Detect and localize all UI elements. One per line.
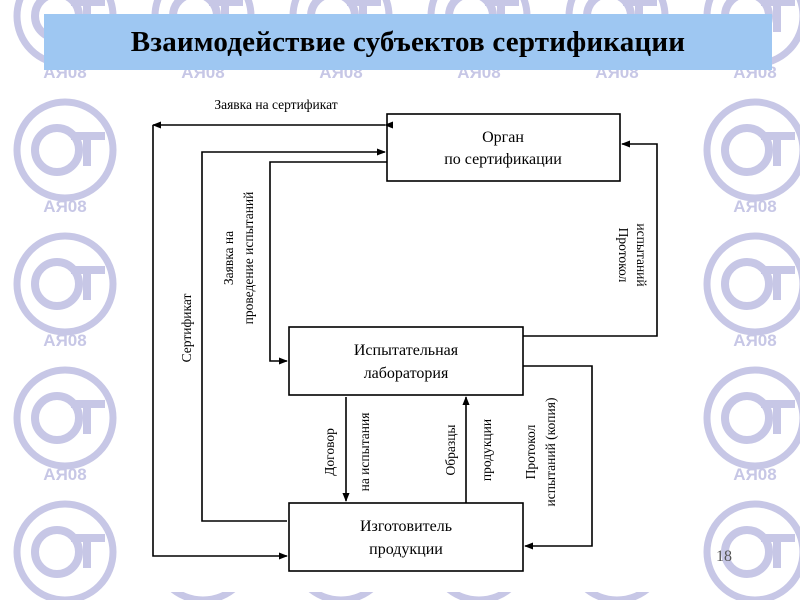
page-title: Взаимодействие субъектов сертификации — [130, 25, 686, 58]
manufacturer-line1: Изготовитель — [360, 518, 452, 535]
protocol-copy-arrow — [523, 365, 593, 550]
samples-label-line1: Образцы — [443, 425, 458, 476]
rst-certification-mark-icon: АЯ08 — [703, 232, 800, 350]
certificate-label: Сертификат — [179, 294, 194, 363]
watermark-text: АЯ08 — [43, 331, 86, 350]
rst-certification-mark-icon: АЯ08 — [13, 500, 117, 600]
test-protocol-label-line2: испытаний — [634, 223, 649, 286]
samples-label-line2: продукции — [479, 419, 494, 481]
rst-certification-mark-icon: АЯ08 — [13, 98, 117, 216]
certification-body-line1: Орган — [482, 129, 524, 146]
certification-body-box — [386, 113, 621, 182]
rst-certification-mark-icon: АЯ08 — [703, 98, 800, 216]
certificate-request-label: Заявка на сертификат — [214, 97, 337, 112]
title-bar: Взаимодействие субъектов сертификации — [44, 14, 772, 70]
test-request-label-line1: Заявка на — [221, 231, 236, 285]
watermark-text: АЯ08 — [733, 331, 776, 350]
watermark-text: АЯ08 — [733, 197, 776, 216]
certificate-arrow — [152, 125, 288, 560]
protocol-copy-label-line2: испытаний (копия) — [543, 398, 558, 507]
watermark-text: АЯ08 — [43, 197, 86, 216]
protocol-copy-label-line1: Протокол — [523, 424, 538, 479]
manufacturer-to-body-line — [201, 148, 386, 522]
test-request-label-line2: проведение испытаний — [241, 192, 256, 325]
certification-body-line2: по сертификации — [444, 151, 562, 168]
test-protocol-arrow — [523, 140, 658, 337]
watermark-text: АЯ08 — [733, 465, 776, 484]
rst-certification-mark-icon: АЯ08 — [13, 366, 117, 484]
contract-label-line2: на испытания — [357, 413, 372, 492]
test-lab-line1: Испытательная — [354, 342, 459, 359]
test-lab-line2: лаборатория — [364, 365, 449, 382]
test-protocol-label-line1: Протокол — [616, 228, 631, 283]
test-request-arrow — [269, 161, 387, 365]
test-lab-box — [288, 326, 524, 396]
rst-certification-mark-icon: АЯ08 — [703, 366, 800, 484]
contract-label-line1: Договор — [322, 428, 337, 476]
manufacturer-line2: продукции — [369, 541, 443, 558]
manufacturer-box — [288, 502, 524, 572]
page-number: 18 — [716, 548, 732, 565]
rst-certification-mark-icon: АЯ08 — [13, 232, 117, 350]
watermark-text: АЯ08 — [43, 465, 86, 484]
